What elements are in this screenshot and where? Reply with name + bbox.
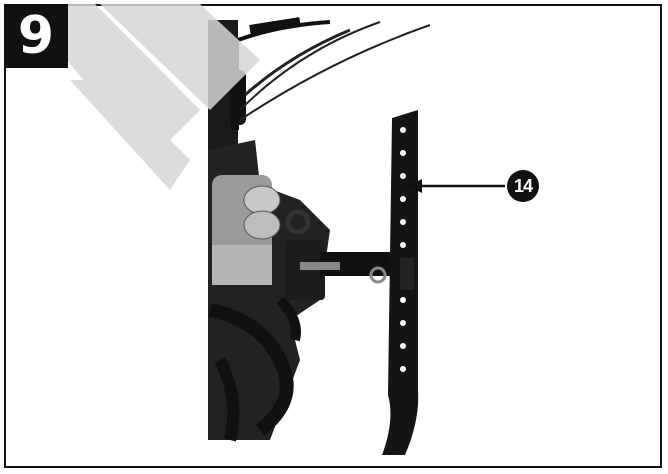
part-callout-badge: 14	[507, 170, 539, 202]
step-number-badge: 9	[4, 4, 68, 68]
gear-housing	[212, 245, 272, 285]
